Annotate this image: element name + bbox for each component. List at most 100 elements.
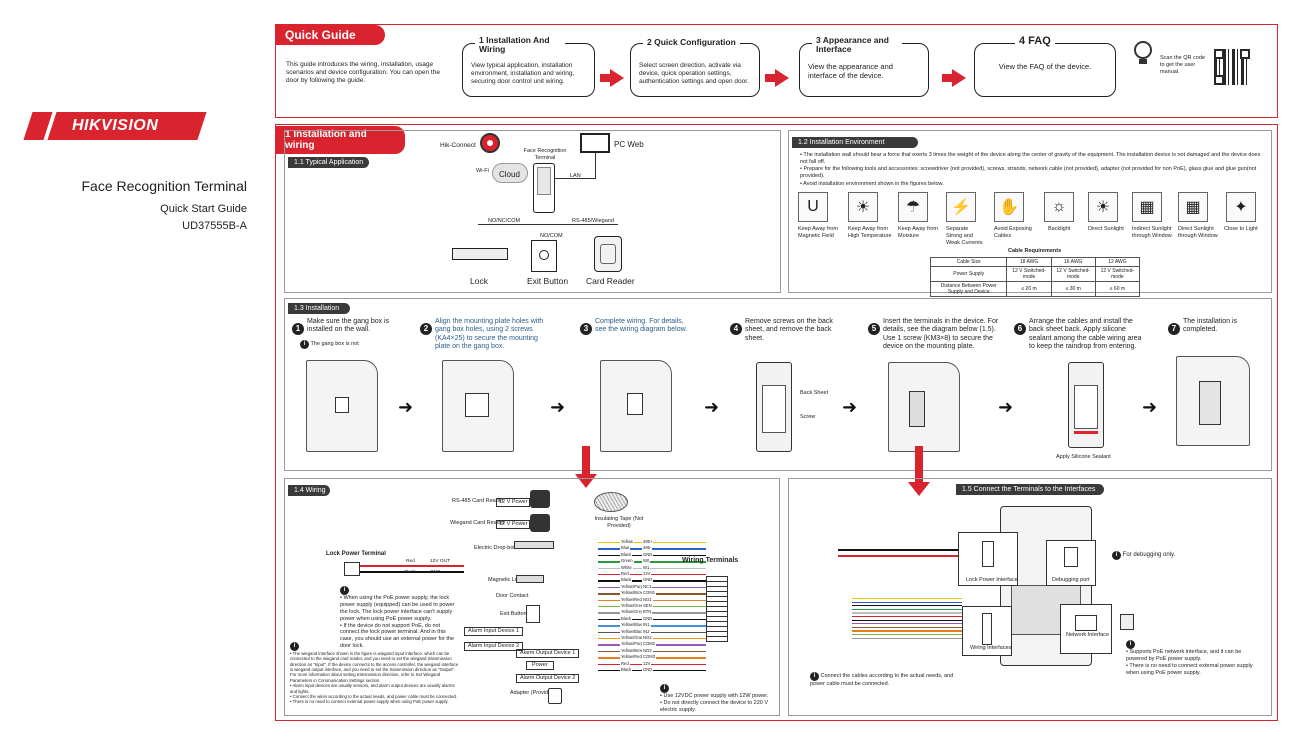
step-number-5: 5	[868, 323, 880, 335]
cable-header-2: 16 AWG	[1050, 257, 1096, 267]
fan-wire	[852, 612, 962, 614]
wire-terminal-label: 485-	[642, 545, 653, 551]
wire-line	[598, 567, 706, 569]
wire-color-label: Yellow/Brown	[620, 590, 647, 596]
cable-icon: ✋	[994, 192, 1024, 222]
cable-row2-0: Distance Between Power Supply and Device	[929, 281, 1008, 297]
environment-bullet-3: • Avoid installation environment shown i…	[800, 181, 944, 187]
quick-step-3-title: 3 Appearance and Interface	[812, 35, 902, 55]
cable-header-3: 12 AWG	[1094, 257, 1141, 267]
card-reader-label: Card Reader	[586, 276, 635, 286]
wire-terminal-label: NO3	[642, 647, 653, 653]
terminal-device-icon	[533, 163, 555, 213]
typical-application-panel	[284, 130, 781, 293]
insulating-tape-label: Insulating Tape (Not Provided)	[594, 516, 644, 529]
quick-step-2: 2 Quick Configuration Select screen dire…	[630, 37, 760, 97]
wire-line	[598, 631, 706, 633]
cable-row1-0: Power Supply	[929, 266, 1008, 282]
quick-step-1-title: 1 Installation And Wiring	[475, 35, 565, 55]
cable-requirements-table: Cable Size 18 AWG 16 AWG 12 AWG Power Su…	[929, 257, 1141, 297]
sealant-label: Apply Silicone Sealant	[1056, 454, 1111, 460]
door-contact-label: Door Contact	[496, 593, 529, 599]
magnetic-lock-label: Magnetic Lock	[488, 577, 524, 583]
fan-wire	[852, 623, 962, 625]
wiring-interfaces-label: Wiring Interfaces	[970, 645, 1012, 651]
wire-color-label: Yellow/Purple	[620, 641, 648, 647]
wire-terminal-label: GND	[642, 577, 654, 583]
wall-illustration-1	[306, 360, 378, 452]
install-step-7: 7 The installation is completed.	[1168, 318, 1258, 336]
install-step-1: 1 Make sure the gang box is installed on…	[292, 318, 402, 336]
step-number-3: 3	[580, 323, 592, 335]
wire-terminal-label: NC1	[642, 583, 653, 589]
step-text-1: Make sure the gang box is installed on t…	[307, 318, 390, 334]
qr-code-icon[interactable]	[1214, 49, 1250, 85]
fan-wire	[852, 616, 962, 618]
step-number-7: 7	[1168, 323, 1180, 335]
step-arrow-5: ➜	[998, 397, 1014, 417]
gnd-label: GND	[430, 570, 441, 575]
wire-color-label: Red	[620, 660, 630, 666]
flow-arrow-3	[942, 69, 966, 87]
lightbulb-icon	[1134, 41, 1152, 65]
wire-terminal-label: COM3	[642, 654, 657, 660]
network-interface-callout	[1060, 604, 1112, 654]
quick-step-3-body: View the appearance and interface of the…	[808, 62, 893, 80]
wire-terminal-label: COM1	[642, 590, 657, 596]
env-label-magnet: Keep Away from Magnetic Field	[798, 226, 838, 239]
quick-guide-intro: This guide introduces the wiring, instal…	[286, 61, 440, 85]
step-1-note: i The gang box is not	[300, 340, 359, 349]
wire-terminal-label: GND	[642, 551, 654, 557]
wiring-panel	[284, 478, 780, 716]
env-label-sunlight: Direct Sunlight	[1088, 226, 1124, 232]
note-poe: i • When using the PoE power supply, the…	[340, 586, 455, 650]
cable-requirements-title: Cable Requirements	[1008, 248, 1062, 254]
backlight-icon: ☼	[1044, 192, 1074, 222]
cloud-icon	[492, 163, 528, 183]
wire-terminal-label: NO1	[642, 596, 653, 602]
wire-color-label: Black	[620, 577, 633, 583]
lock-power-terminal-label: Lock Power Terminal	[326, 551, 386, 557]
alarm-out1-label: Alarm Output Device 1	[516, 649, 580, 658]
step-text-6: Arrange the cables and install the back …	[1029, 318, 1142, 351]
step-arrow-4: ➜	[842, 397, 858, 417]
red-down-arrow-1	[582, 446, 590, 476]
no-com-label: NO/COM	[540, 233, 563, 239]
flow-arrow-1	[600, 69, 624, 87]
connect-terminals-tag: 1.5 Connect the Terminals to the Interfa…	[956, 484, 1104, 495]
note-power: i • Use 12VDC power supply with 12W powe…	[660, 684, 769, 713]
wire-line	[598, 663, 706, 665]
step-arrow-2: ➜	[550, 397, 566, 417]
wire-line	[598, 561, 706, 563]
exit-button-icon	[531, 240, 557, 272]
lock-icon	[452, 248, 508, 260]
exit-button-wiring-label: Exit Button	[500, 611, 527, 617]
doc-type: Quick Start Guide	[160, 203, 247, 215]
step-text-3: Complete wiring. For details, see the wi…	[595, 318, 688, 334]
installation-steps-panel	[284, 298, 1272, 471]
step-arrow-6: ➜	[1142, 397, 1158, 417]
wiring-terminal-connector	[706, 576, 728, 642]
install-step-4: 4 Remove screws on the back sheet, and r…	[730, 318, 845, 342]
step-text-5: Insert the terminals in the device. For …	[883, 318, 999, 351]
black-wire-label: Black	[404, 570, 416, 575]
device-sealant-illustration	[1068, 362, 1104, 448]
installation-section	[275, 124, 1278, 721]
env-label-backlight: Backlight	[1048, 226, 1071, 232]
back-sheet-label: Back Sheet	[800, 390, 829, 396]
fan-wire	[852, 619, 962, 621]
qr-text: Scan the QR code to get the user manual.	[1160, 55, 1205, 75]
power12-label-1: 12 V Power	[496, 498, 531, 507]
step-number-2: 2	[420, 323, 432, 335]
terminal-label: Face Recognition Terminal	[523, 148, 567, 161]
network-interface-label: Network Interface	[1066, 632, 1110, 638]
window-sun-icon: ▦	[1178, 192, 1208, 222]
pc-web-label: PC Web	[614, 140, 644, 149]
brand-logo: HIKVISION	[23, 112, 207, 140]
debugging-port-callout	[1046, 540, 1096, 586]
